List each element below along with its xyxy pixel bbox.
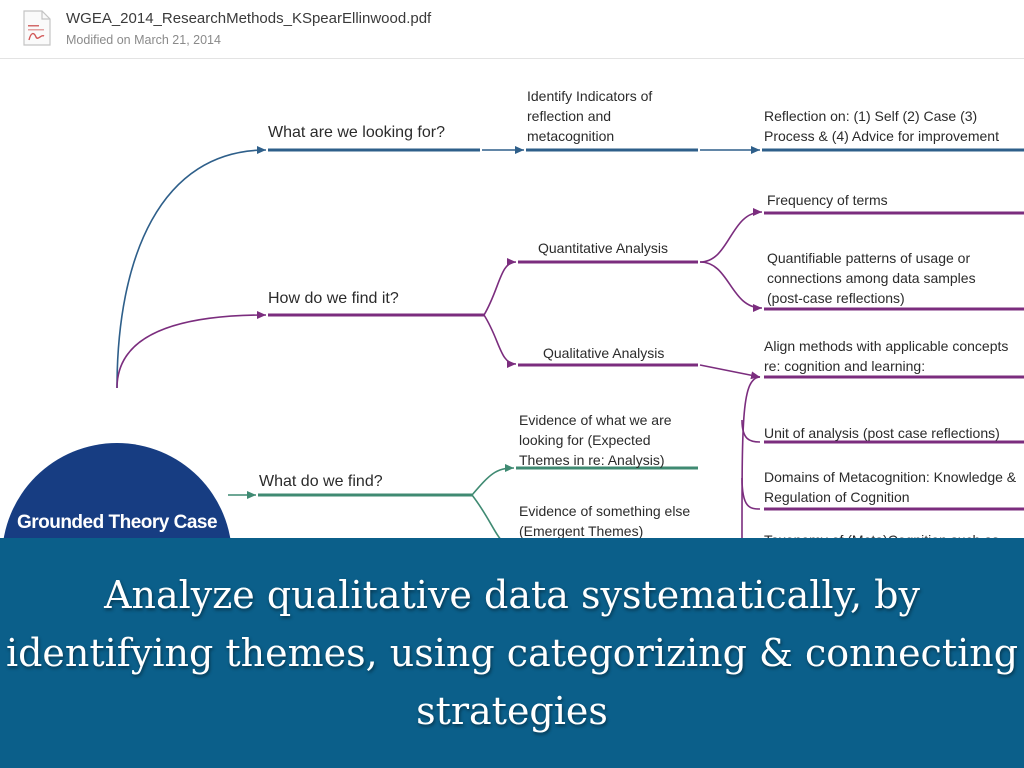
branch-find-it: How do we find it?	[268, 290, 399, 307]
file-header: WGEA_2014_ResearchMethods_KSpearEllinwoo…	[0, 0, 1024, 59]
node-domains-of-metacognition: Domains of Metacognition: Knowledge & Re…	[764, 469, 1017, 505]
node-reflection-on: Reflection on: (1) Self (2) Case (3) Pro…	[764, 108, 999, 144]
mind-map-diagram: What are we looking for? How do we find …	[0, 58, 1024, 538]
file-name[interactable]: WGEA_2014_ResearchMethods_KSpearEllinwoo…	[66, 10, 432, 27]
node-frequency-of-terms: Frequency of terms	[767, 192, 888, 208]
node-identify-indicators: Identify Indicators of reflection and me…	[527, 88, 653, 144]
diagram-connectors	[116, 146, 1024, 538]
node-evidence-expected: Evidence of what we are looking for (Exp…	[519, 412, 672, 468]
branch-find-it-lines	[116, 208, 1024, 538]
branch-looking-for-lines	[116, 146, 1024, 389]
branch-what-find-lines	[228, 464, 698, 538]
caption-banner: Analyze qualitative data systematically,…	[0, 538, 1024, 768]
node-unit-of-analysis: Unit of analysis (post case reflections)	[764, 425, 1000, 441]
caption-text: Analyze qualitative data systematically,…	[5, 573, 1019, 733]
node-qualitative-analysis: Qualitative Analysis	[543, 345, 665, 361]
node-align-methods: Align methods with applicable concepts r…	[764, 338, 1009, 374]
node-quantitative-analysis: Quantitative Analysis	[538, 240, 668, 256]
branch-what-find: What do we find?	[259, 473, 383, 490]
central-topic-label: Grounded Theory Case Study Method & Narr…	[16, 512, 218, 533]
file-modified-date: Modified on March 21, 2014	[66, 33, 221, 47]
node-quantifiable-patterns: Quantifiable patterns of usage or connec…	[767, 250, 976, 306]
pdf-file-icon[interactable]	[22, 10, 52, 46]
node-evidence-emergent: Evidence of something else (Emergent The…	[519, 503, 691, 538]
node-taxonomy: Taxonomy of (Meta)Cognition such as	[764, 530, 999, 538]
branch-looking-for: What are we looking for?	[268, 124, 445, 141]
